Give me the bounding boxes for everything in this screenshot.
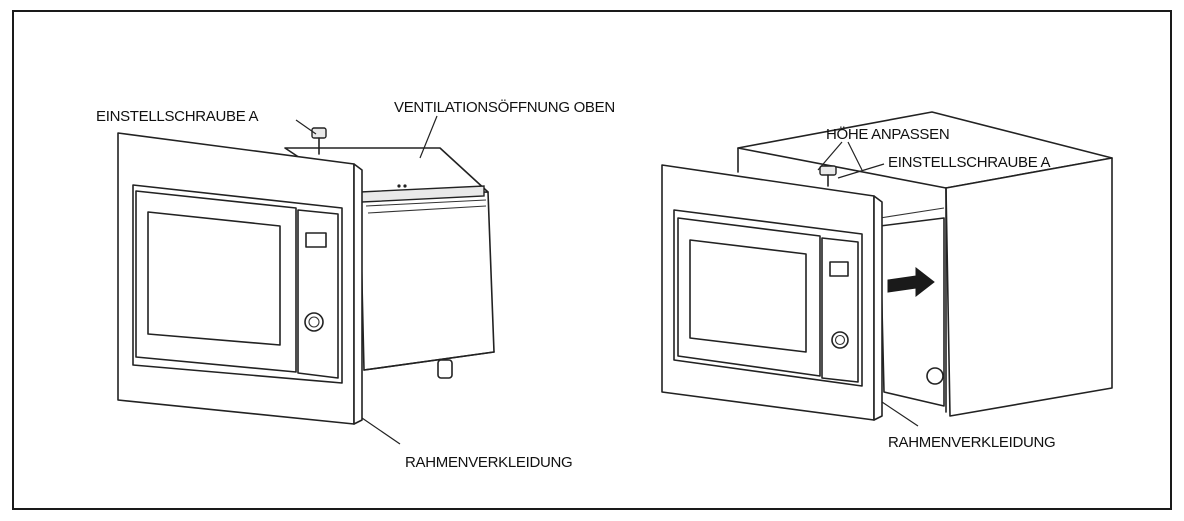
left-vent-label: VENTILATIONSÖFFNUNG OBEN	[394, 98, 615, 116]
right-screw-a-icon	[819, 165, 837, 187]
right-cabinet	[737, 111, 1113, 417]
left-trim-label: RAHMENVERKLEIDUNG	[405, 454, 572, 471]
right-trim-label: RAHMENVERKLEIDUNG	[888, 434, 1055, 451]
right-height-label: HÖHE ANPASSEN	[826, 125, 949, 143]
left-microwave-assembly	[117, 115, 495, 445]
left-screw-a-icon	[311, 127, 327, 155]
left-screw-label: EINSTELLSCHRAUBE A	[96, 108, 258, 125]
diagram-border	[12, 10, 1172, 510]
right-microwave-assembly	[661, 111, 1113, 427]
right-trim-frame	[661, 164, 883, 421]
right-screw-label: EINSTELLSCHRAUBE A	[888, 154, 1050, 171]
push-direction-arrow-icon	[887, 266, 935, 298]
left-trim-frame	[117, 132, 363, 425]
